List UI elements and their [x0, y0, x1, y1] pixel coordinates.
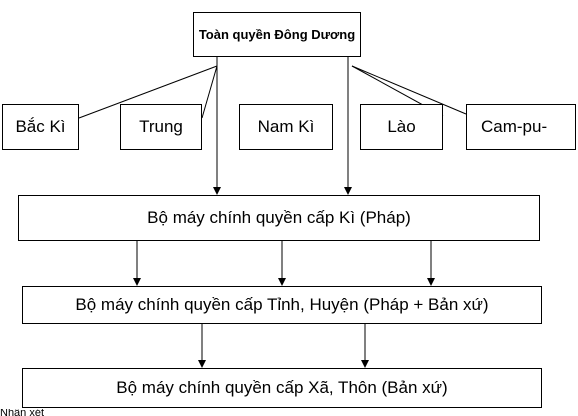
- governor-general-label: Toàn quyền Đông Dương: [198, 27, 356, 42]
- region-box-bac-ki: Bắc Kì: [2, 104, 79, 150]
- region-label-bac-ki: Bắc Kì: [15, 117, 66, 136]
- region-box-campuchia: Cam-pu-: [466, 104, 576, 150]
- region-label-campuchia: Cam-pu-: [481, 117, 548, 136]
- line-root-to-trung: [201, 65, 218, 119]
- governor-general-box: Toàn quyền Đông Dương: [193, 12, 361, 57]
- region-box-lao: Lào: [360, 104, 443, 150]
- region-label-lao: Lào: [387, 117, 416, 136]
- level-label-xa-thon: Bộ máy chính quyền cấp Xã, Thôn (Bản xứ): [116, 378, 448, 397]
- footer-text-fragment: Nhận xét: [0, 409, 45, 416]
- region-label-nam-ki: Nam Kì: [257, 117, 315, 136]
- level-label-ki: Bộ máy chính quyền cấp Kì (Pháp): [147, 208, 411, 227]
- level-box-ki: Bộ máy chính quyền cấp Kì (Pháp): [18, 195, 540, 241]
- region-label-trung: Trung: [139, 117, 183, 136]
- level-box-xa-thon: Bộ máy chính quyền cấp Xã, Thôn (Bản xứ): [22, 368, 542, 408]
- region-box-trung: Trung: [120, 104, 202, 150]
- region-box-nam-ki: Nam Kì: [239, 104, 333, 150]
- level-label-tinh-huyen: Bộ máy chính quyền cấp Tỉnh, Huyện (Pháp…: [75, 295, 489, 314]
- level-box-tinh-huyen: Bộ máy chính quyền cấp Tỉnh, Huyện (Pháp…: [22, 286, 542, 324]
